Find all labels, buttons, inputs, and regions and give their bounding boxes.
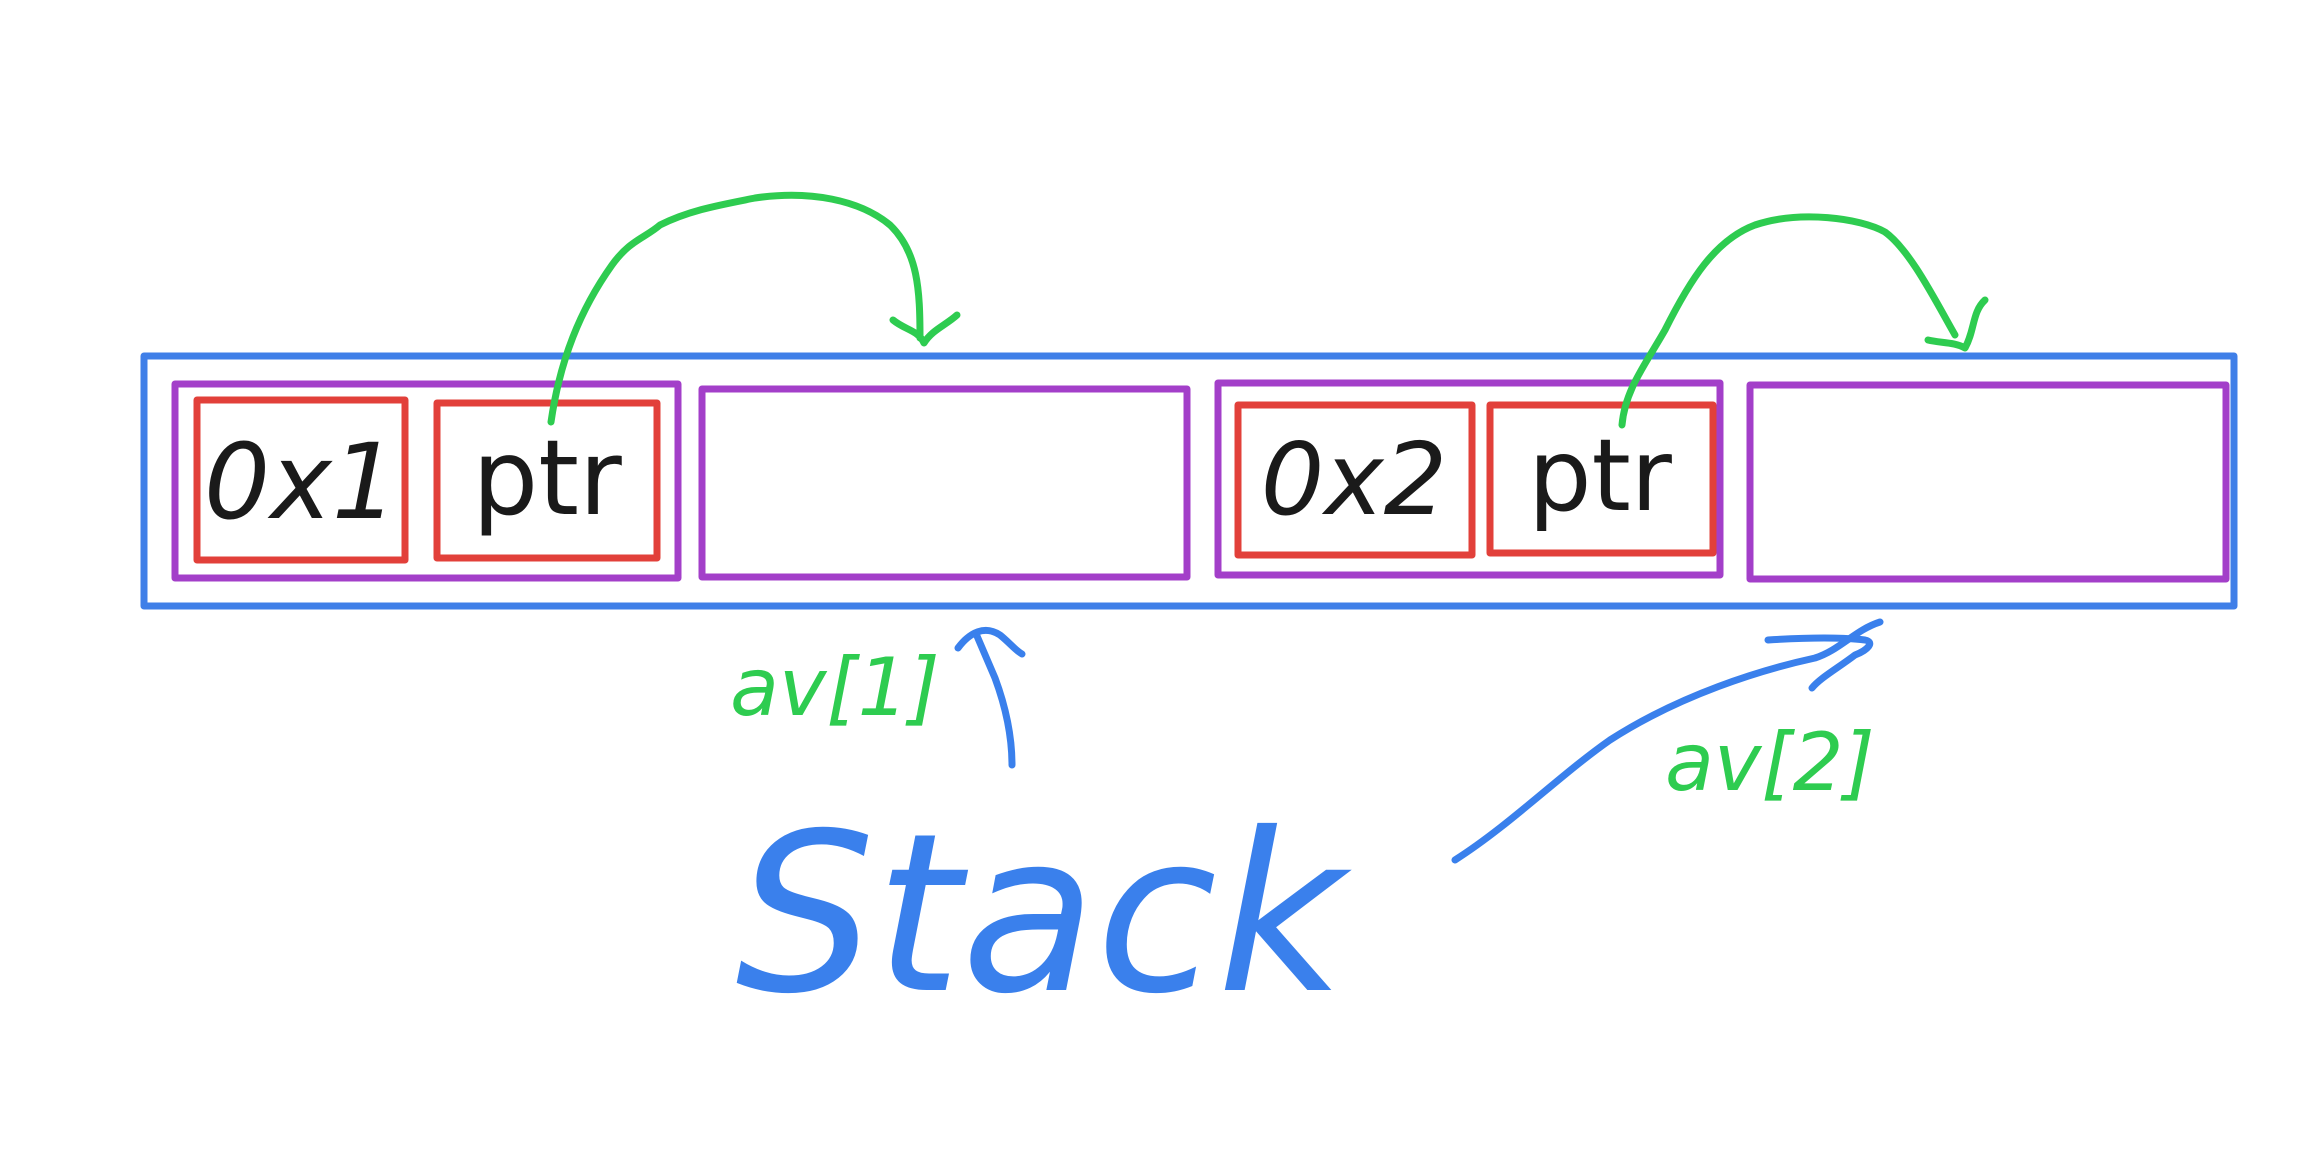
address-text: 0x1 <box>204 421 398 543</box>
cell-2: 0x2 ptr <box>1214 379 1724 579</box>
stack-arrow-to-cell-3 <box>1451 618 1884 864</box>
pointer-text: ptr <box>472 417 622 539</box>
field-box <box>1234 401 1476 559</box>
cell-3 <box>1746 381 2230 583</box>
arrow-head <box>1924 296 1989 352</box>
pointer-text: ptr <box>1528 417 1673 534</box>
cell-0: 0x1 ptr <box>171 380 682 582</box>
field-box <box>433 399 661 562</box>
memory-block <box>140 352 2238 610</box>
struct-box <box>171 380 682 582</box>
field-box <box>1486 401 1717 557</box>
av2-label: av[2] <box>1665 716 1875 809</box>
pointer-arrow-2 <box>1618 213 1989 429</box>
struct-box <box>1746 381 2230 583</box>
arrow-head <box>889 311 961 347</box>
stack-arrow-to-cell-1 <box>954 627 1026 769</box>
struct-box <box>698 385 1191 581</box>
av1-label: av[1] <box>730 641 940 734</box>
cell-1 <box>698 385 1191 581</box>
arrow-head <box>1764 634 1874 692</box>
stack-label: Stack <box>735 786 1352 1042</box>
field-box <box>193 396 409 564</box>
pointer-arrow-1 <box>547 191 961 426</box>
address-text: 0x2 <box>1261 421 1447 538</box>
arrow-head <box>954 627 1026 658</box>
struct-box <box>1214 379 1724 579</box>
